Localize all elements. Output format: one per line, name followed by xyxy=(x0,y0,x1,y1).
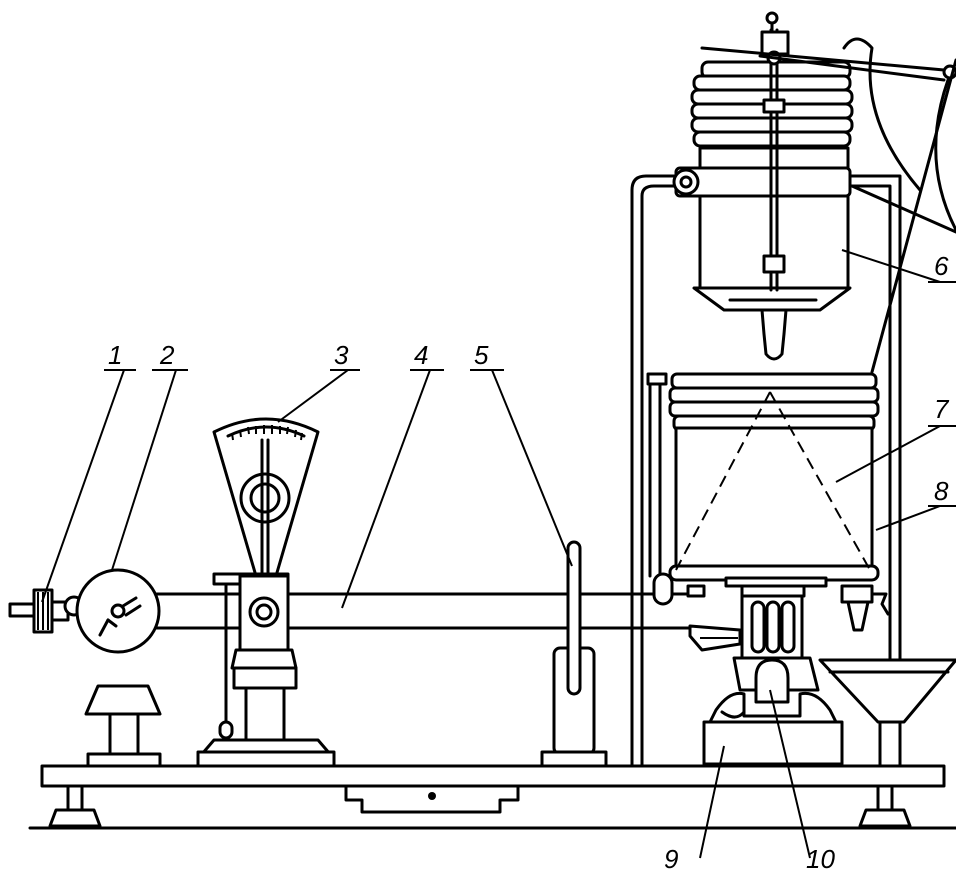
pendulum-scale xyxy=(196,417,336,768)
leader-lines xyxy=(41,249,956,859)
callout-8: 8 xyxy=(934,476,949,506)
upper-vessel xyxy=(672,11,956,374)
funnel xyxy=(818,658,956,768)
callout-5: 5 xyxy=(474,340,489,370)
drive-pedestal xyxy=(686,584,844,766)
horizontal-tube xyxy=(138,592,692,630)
sample-cone xyxy=(675,391,871,571)
frame-pipe xyxy=(630,174,902,768)
callout-6: 6 xyxy=(934,251,949,281)
foot-left xyxy=(48,784,102,828)
callout-10: 10 xyxy=(806,844,835,871)
vertical-rod xyxy=(540,540,608,768)
callout-2: 2 xyxy=(159,340,175,370)
drain-tap xyxy=(840,584,890,632)
adjusting-knob xyxy=(8,588,85,634)
callout-labels: 1 2 3 4 5 6 7 8 9 10 xyxy=(108,251,950,871)
foot-right xyxy=(858,784,912,828)
callout-1: 1 xyxy=(108,340,122,370)
callout-3: 3 xyxy=(334,340,349,370)
lower-vessel xyxy=(668,372,880,588)
rest-support xyxy=(84,684,162,768)
callout-4: 4 xyxy=(414,340,428,370)
callout-7: 7 xyxy=(934,394,950,424)
dial-gauge xyxy=(75,568,161,654)
callout-9: 9 xyxy=(664,844,678,871)
base-plate xyxy=(40,764,946,814)
